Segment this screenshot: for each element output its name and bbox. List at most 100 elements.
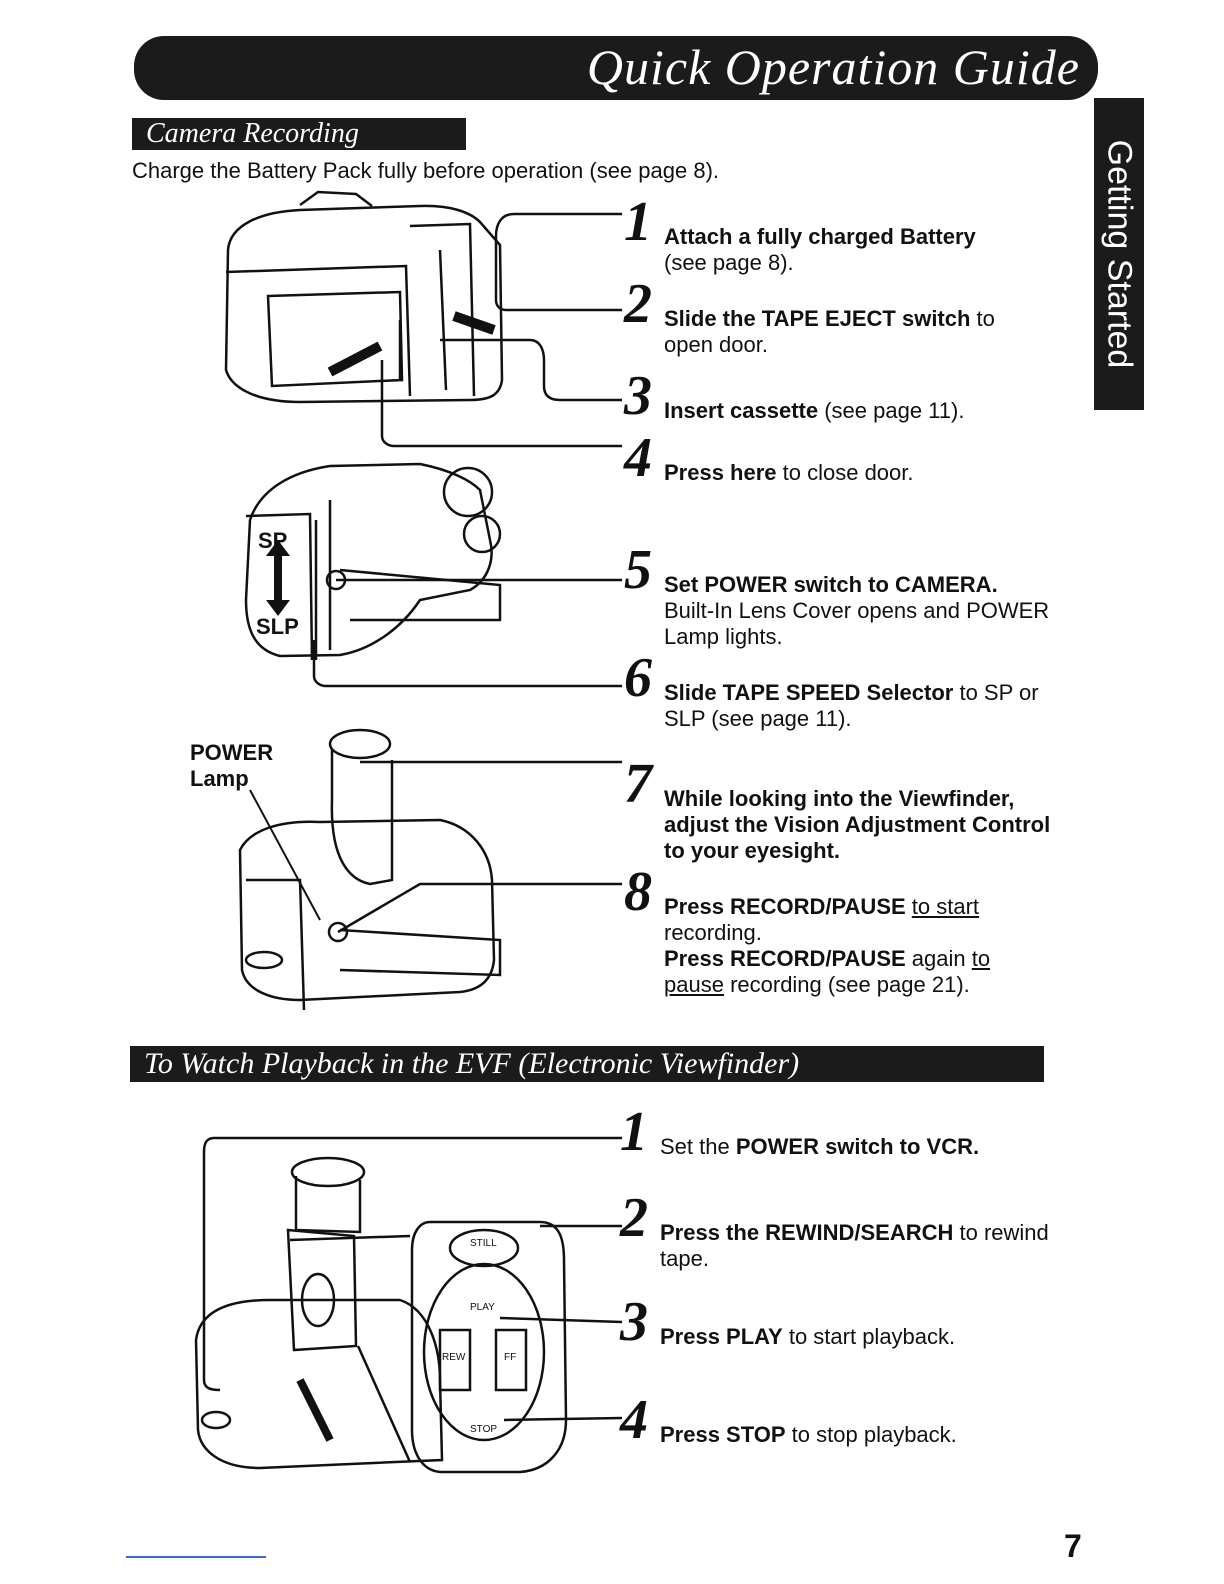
step-text-segment: to SP or [953,680,1039,705]
step-text-segment: Insert cassette [664,398,819,423]
step-text-line: Lamp lights. [664,624,1134,650]
step-text-segment: Press the REWIND/SEARCH [660,1220,954,1245]
step-text-line: Press the REWIND/SEARCH to rewind [660,1220,1130,1246]
step-text-segment: POWER switch to VCR. [735,1134,980,1159]
step-text-segment: again [905,946,972,971]
title-bar: Quick Operation Guide [134,36,1098,100]
step-text-segment: Built-In Lens Cover opens and POWER [664,598,1050,623]
camcorder-illustration-top [224,190,504,404]
side-tab: Getting Started [1094,98,1144,410]
still-button-label: STILL [470,1238,497,1249]
step-text-segment: adjust the Vision Adjustment Control [664,812,1051,837]
step-text-line: Slide the TAPE EJECT switch to [664,306,1134,332]
step-number: 2 [620,1187,648,1249]
step-text-segment: Press RECORD/PAUSE [664,946,906,971]
step-text-line: SLP (see page 11). [664,706,1134,732]
intro-text: Charge the Battery Pack fully before ope… [132,158,720,183]
step-text-segment: Slide TAPE SPEED Selector [664,680,954,705]
power-lamp-label-line: POWER [190,740,274,765]
step-number: 6 [624,647,652,709]
step-text-segment: Slide the TAPE EJECT switch [664,306,971,331]
step-text-segment: Set POWER switch to CAMERA. [664,572,998,597]
step-text-segment: to start playback. [782,1324,956,1349]
step-text-line: Attach a fully charged Battery [664,224,1134,250]
step-text-line: Press STOP to stop playback. [660,1422,1130,1448]
step-text-segment: Set the [660,1134,736,1159]
step-text-segment: Press RECORD/PAUSE [664,894,906,919]
section-heading-camera-recording: Camera Recording [132,118,466,150]
camcorder-illustration-lower [238,728,502,1011]
step-text-segment: Press here [664,460,777,485]
step-text-line: Set the POWER switch to VCR. [660,1134,1130,1160]
sp-label: SP [258,528,288,553]
step-text-segment: Attach a fully charged Battery [664,224,976,249]
step-number: 3 [624,365,652,427]
step-text-segment: pause [664,972,724,997]
step-text-line: While looking into the Viewfinder, [664,786,1134,812]
step-text-line: open door. [664,332,1134,358]
step-text-line: Press RECORD/PAUSE to start [664,894,1134,920]
step-number: 3 [620,1291,648,1353]
step-text-segment: to close door. [776,460,914,485]
step-text-line: pause recording (see page 21). [664,972,1134,998]
ff-button-label: FF [504,1352,517,1363]
step-text-line: Slide TAPE SPEED Selector to SP or [664,680,1134,706]
step-text-segment: (see page 8). [664,250,794,275]
step-text-line: adjust the Vision Adjustment Control [664,812,1134,838]
camcorder-illustration-playback [194,1156,568,1474]
step-text-line: Set POWER switch to CAMERA. [664,572,1134,598]
step-text-line: Press RECORD/PAUSE again to [664,946,1134,972]
step-text-segment: (see page 11). [818,398,965,423]
step-text-segment: to stop playback. [785,1422,957,1447]
step-text-line: to your eyesight. [664,838,1134,864]
step-text-segment: to [970,306,995,331]
footer-divider [126,1556,266,1558]
section-heading-playback: To Watch Playback in the EVF (Electronic… [130,1046,1044,1082]
step-number: 4 [620,1389,648,1451]
step-text-line: Insert cassette (see page 11). [664,398,1134,424]
step-number: 1 [624,191,652,253]
step-number: 8 [624,861,652,923]
step-text-segment: recording. [664,920,762,945]
step-text-segment: to start [911,894,980,919]
step-text-line: Press PLAY to start playback. [660,1324,1130,1350]
page-title: Quick Operation Guide [586,39,1080,95]
step-text-segment: Lamp lights. [664,624,783,649]
step-text-segment: recording (see page 21). [723,972,970,997]
step-text-segment: tape. [660,1246,709,1271]
step-text-segment: Press STOP [660,1422,786,1447]
step-text-segment: open door. [664,332,768,357]
step-text-segment: While looking into the Viewfinder, [664,786,1015,811]
rew-button-label: REW [442,1352,466,1363]
step-text-segment: to rewind [953,1220,1049,1245]
page-number: 7 [1064,1528,1082,1564]
step-number: 1 [620,1101,648,1163]
step-text-segment: SLP (see page 11). [664,706,852,731]
play-button-label: PLAY [470,1302,495,1313]
stop-button-label: STOP [470,1424,498,1435]
power-lamp-label: POWER Lamp [190,740,273,792]
slp-label: SLP [256,614,299,639]
step-text-segment: to your eyesight. [664,838,841,863]
step-number: 4 [624,427,652,489]
power-lamp-label-line: Lamp [190,766,249,791]
step-text-line: Press here to close door. [664,460,1134,486]
step-text-line: recording. [664,920,1134,946]
step-text-segment: Press PLAY [660,1324,783,1349]
step-text-line: tape. [660,1246,1130,1272]
step-number: 2 [624,273,652,335]
step-text-segment: to [971,946,991,971]
step-number: 5 [624,539,652,601]
